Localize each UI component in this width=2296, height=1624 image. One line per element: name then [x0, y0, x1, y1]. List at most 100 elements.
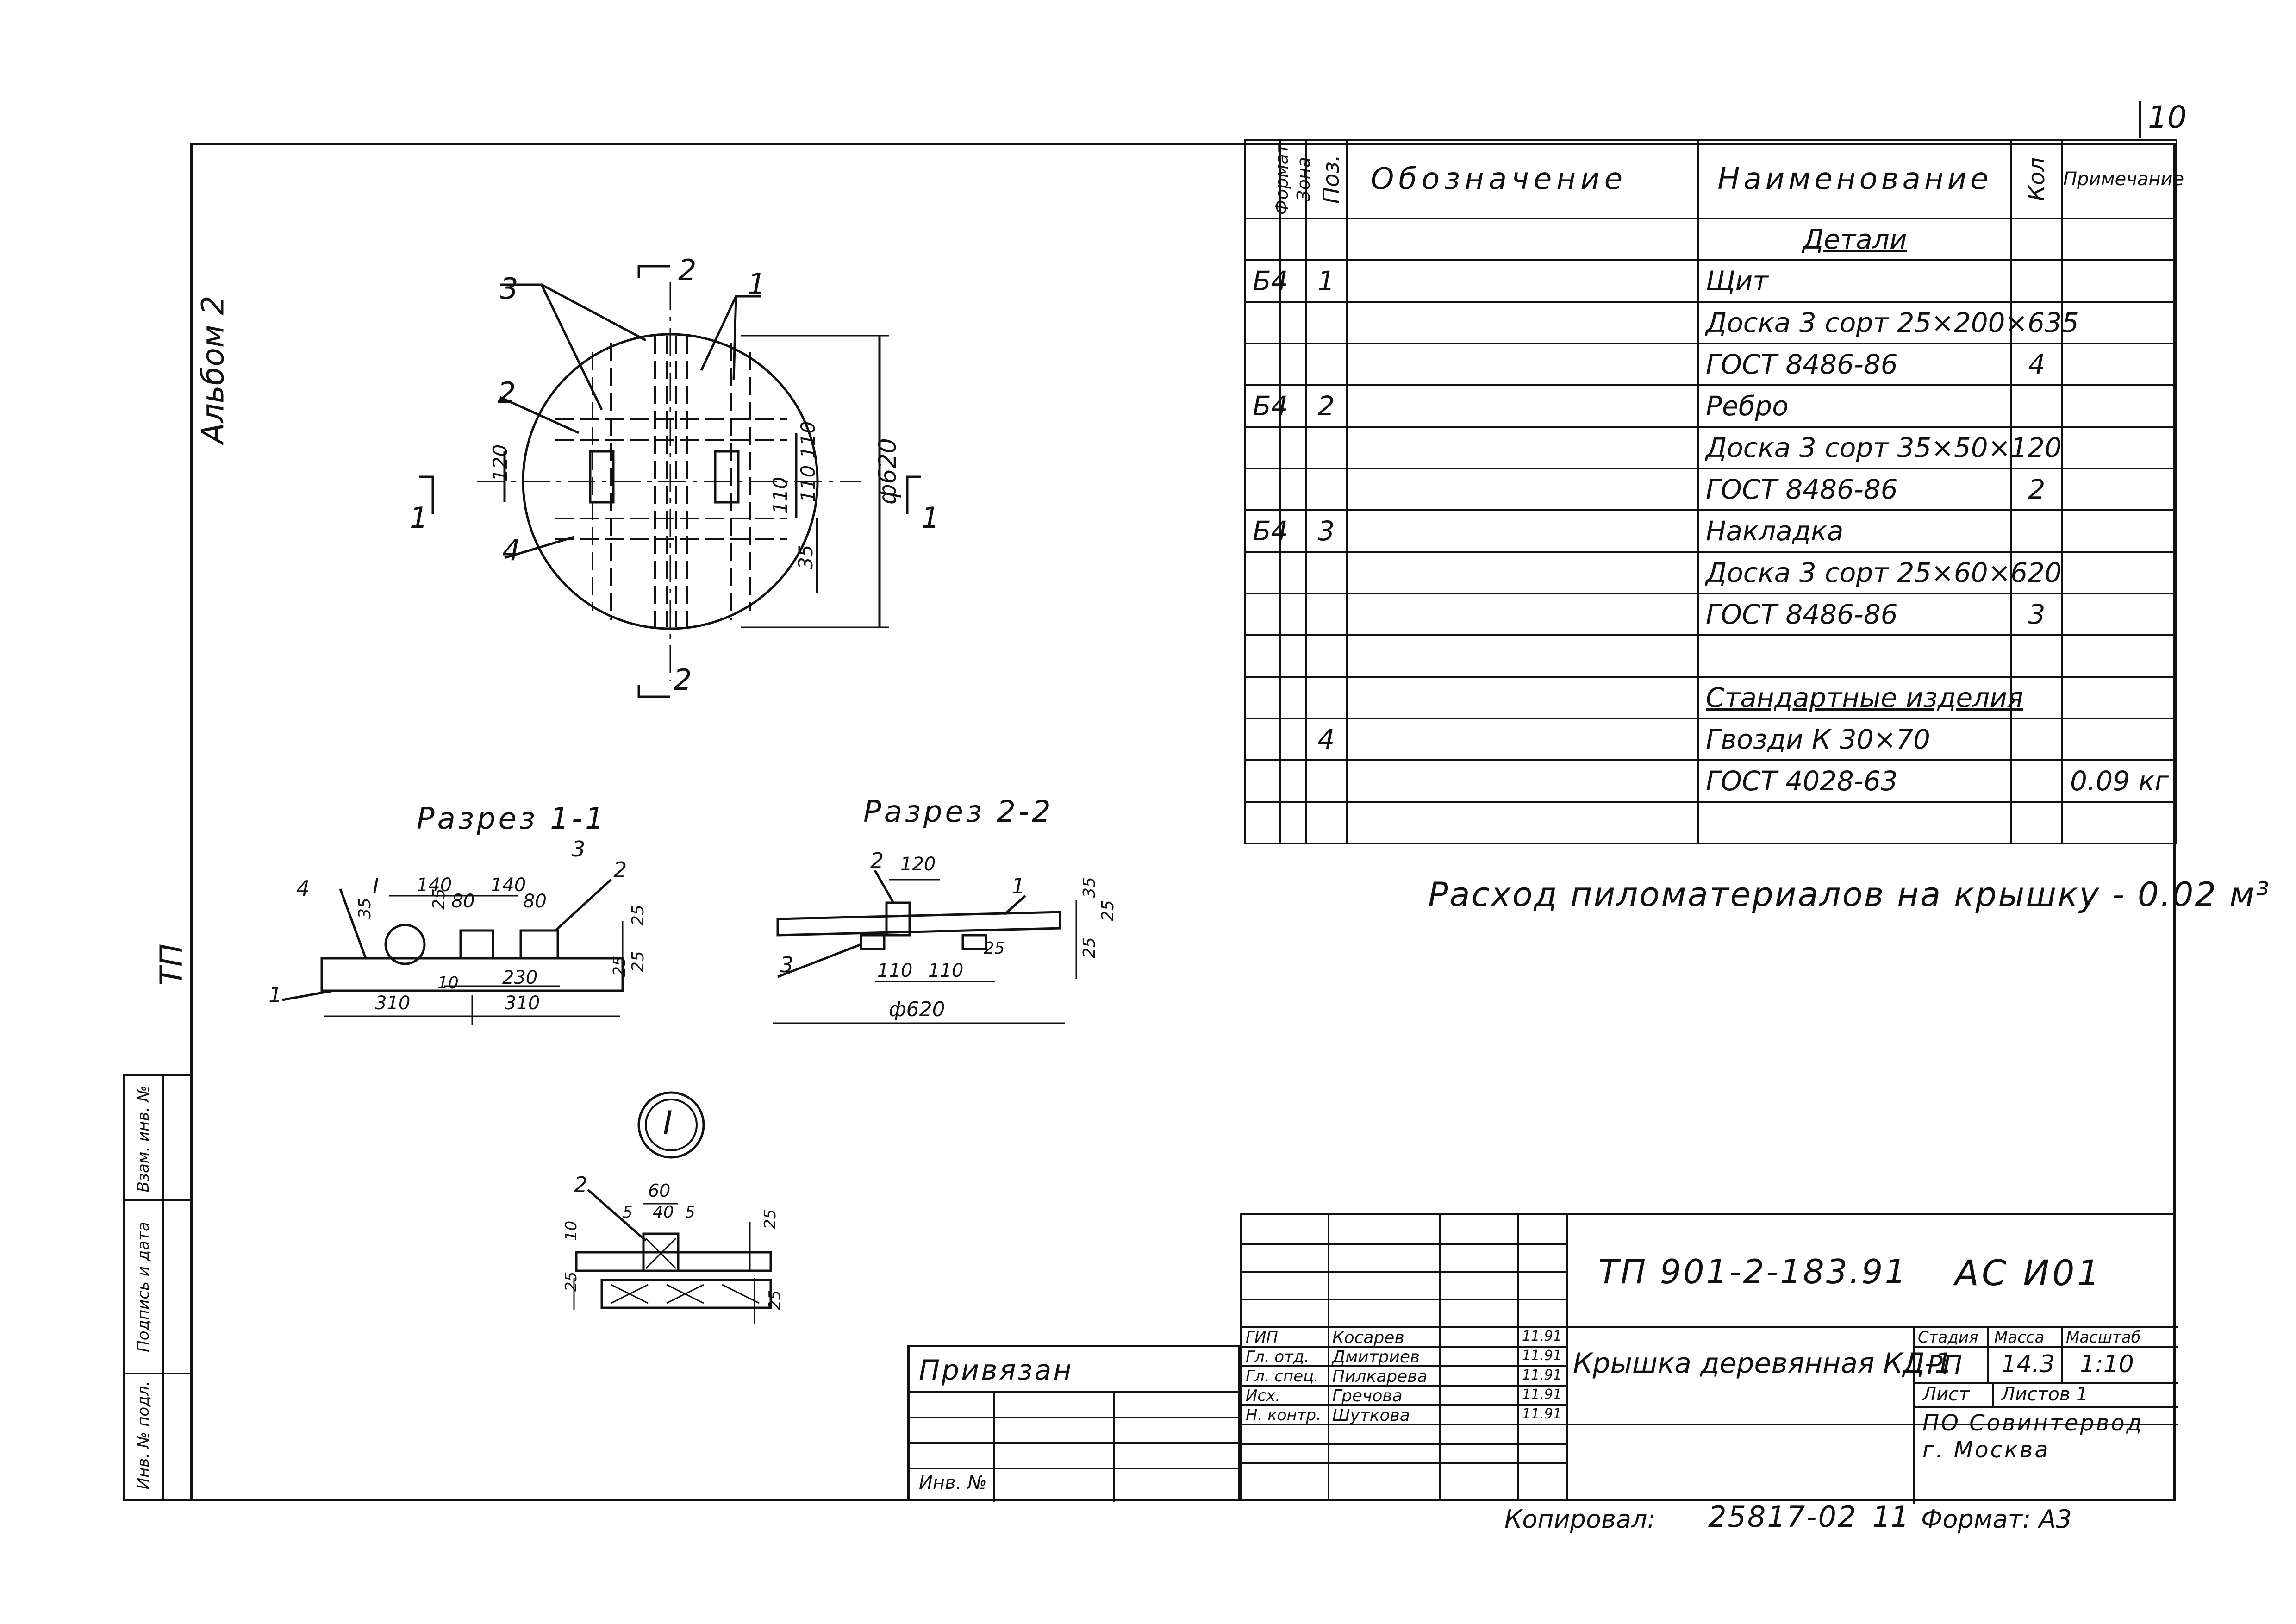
detail-dim-40: 40: [653, 1203, 674, 1222]
footer-sheet: 11: [1872, 1500, 1909, 1534]
s11-dim-10: 10: [437, 974, 459, 993]
section-2-2-title: Разрез 2-2: [863, 795, 1054, 829]
spec-row: Доска 3 сорт 25×200×635: [1244, 301, 2177, 344]
spec-designation: [1346, 759, 1699, 803]
spec-note: [2061, 343, 2177, 386]
spec-qty: [2010, 718, 2063, 761]
spec-qty: [2010, 801, 2063, 844]
sig-grid-v: [1517, 1215, 1519, 1499]
spec-qty: [2010, 384, 2063, 428]
staff-date: 11.91: [1522, 1406, 1562, 1422]
s11-dim-25c: 25: [629, 951, 648, 972]
spec-zone: [1279, 801, 1307, 844]
plan-leader-4: 4: [502, 533, 520, 567]
spec-zone: [1279, 218, 1307, 261]
spec-name: Доска 3 сорт 35×50×120: [1697, 426, 2062, 469]
spec-designation: [1346, 634, 1699, 678]
side-stamp-inv: Инв. № подл.: [134, 1380, 153, 1490]
callout-I-circle: [384, 924, 426, 965]
section-1-1-title: Разрез 1-1: [417, 802, 607, 836]
plan-dim-110b: 110: [797, 465, 819, 502]
spec-note: 0.09 кг: [2061, 759, 2177, 803]
col-pos: Поз.: [1305, 139, 1348, 219]
plan-dim-35: 35: [794, 545, 817, 569]
s11-dim-80b: 80: [523, 891, 547, 912]
privyazan-stamp: Привязан Инв. №: [907, 1345, 1241, 1502]
sig-grid-h: [1242, 1271, 1566, 1273]
spec-designation: [1346, 801, 1699, 844]
spec-format: [1244, 676, 1281, 719]
spec-qty: 4: [2010, 343, 2063, 386]
s11-dim-140b: 140: [491, 874, 526, 896]
spec-pos: 2: [1305, 384, 1348, 428]
spec-name: [1697, 801, 2012, 844]
spec-note: [2061, 676, 2177, 719]
specification-table: Формат Зона Поз. Обозначение Наименовани…: [1244, 139, 2184, 844]
spec-row: Стандартные изделия: [1244, 676, 2177, 719]
stage-grid-h: [1913, 1406, 2178, 1408]
plan-leader-2: 2: [498, 376, 516, 410]
spec-name: Доска 3 сорт 25×60×620: [1697, 551, 2062, 594]
section-mark-2-bottom: 2: [674, 663, 692, 697]
spec-pos: [1305, 593, 1348, 636]
staff-name: Косарев: [1332, 1328, 1404, 1347]
sig-grid-h: [1242, 1424, 2178, 1425]
privyazan-grid: [993, 1391, 995, 1502]
spec-name: ГОСТ 8486-86: [1697, 343, 2012, 386]
detail-dim-25c: 25: [766, 1290, 784, 1310]
spec-format: [1244, 426, 1281, 469]
col-qty: Кол: [2010, 139, 2063, 219]
sig-grid-h: [1242, 1404, 1566, 1406]
detail-label-2: 2: [574, 1172, 587, 1197]
plan-view: [419, 265, 921, 698]
mass-value: 14.3: [2001, 1350, 2055, 1378]
spec-row: Доска 3 сорт 25×60×620: [1244, 551, 2177, 594]
staff-role: Исх.: [1246, 1387, 1281, 1405]
spec-zone: [1279, 634, 1307, 678]
spec-note: [2061, 551, 2177, 594]
spec-zone: [1279, 259, 1307, 303]
spec-zone: [1279, 301, 1307, 344]
detail-dim-25b: 25: [562, 1272, 580, 1292]
spec-row: [1244, 801, 2177, 844]
spec-designation: [1346, 551, 1699, 594]
plan-dim-110a: 110: [797, 421, 819, 458]
spec-format: [1244, 634, 1281, 678]
privyazan-grid: [910, 1417, 1238, 1418]
s22-dim-110b: 110: [928, 960, 963, 981]
spec-format: [1244, 593, 1281, 636]
s22-dim-25b: 25: [984, 939, 1005, 958]
detail-mark-inner: [645, 1099, 698, 1151]
sig-grid-v: [1328, 1215, 1329, 1499]
spec-name: ГОСТ 8486-86: [1697, 468, 2012, 511]
spec-qty: [2010, 759, 2063, 803]
spec-designation: [1346, 259, 1699, 303]
spec-note: [2061, 801, 2177, 844]
staff-name: Гречова: [1332, 1387, 1403, 1405]
sig-grid-v: [1439, 1215, 1441, 1499]
stage-grid-h: [1913, 1346, 2178, 1348]
spec-pos: 1: [1305, 259, 1348, 303]
section-mark-1-left: 1: [410, 501, 428, 535]
spec-qty: [2010, 301, 2063, 344]
spec-zone: [1279, 676, 1307, 719]
spec-pos: [1305, 301, 1348, 344]
spec-pos: [1305, 634, 1348, 678]
plan-dim-diameter: ф620: [874, 438, 902, 505]
spec-designation: [1346, 718, 1699, 761]
s11-dim-310a: 310: [375, 993, 410, 1014]
detail-dim-10: 10: [562, 1221, 580, 1241]
spec-format: Б4: [1244, 259, 1288, 303]
spec-pos: [1305, 551, 1348, 594]
detail-dim-25a: 25: [761, 1209, 780, 1229]
section-mark-2-top: 2: [678, 253, 696, 287]
rib-right: [714, 450, 740, 504]
sig-grid-h: [1242, 1346, 1566, 1348]
detail-I: [573, 1091, 772, 1324]
spec-format: [1244, 468, 1281, 511]
spec-format: [1244, 718, 1281, 761]
detail-mark-outer: [637, 1091, 705, 1159]
